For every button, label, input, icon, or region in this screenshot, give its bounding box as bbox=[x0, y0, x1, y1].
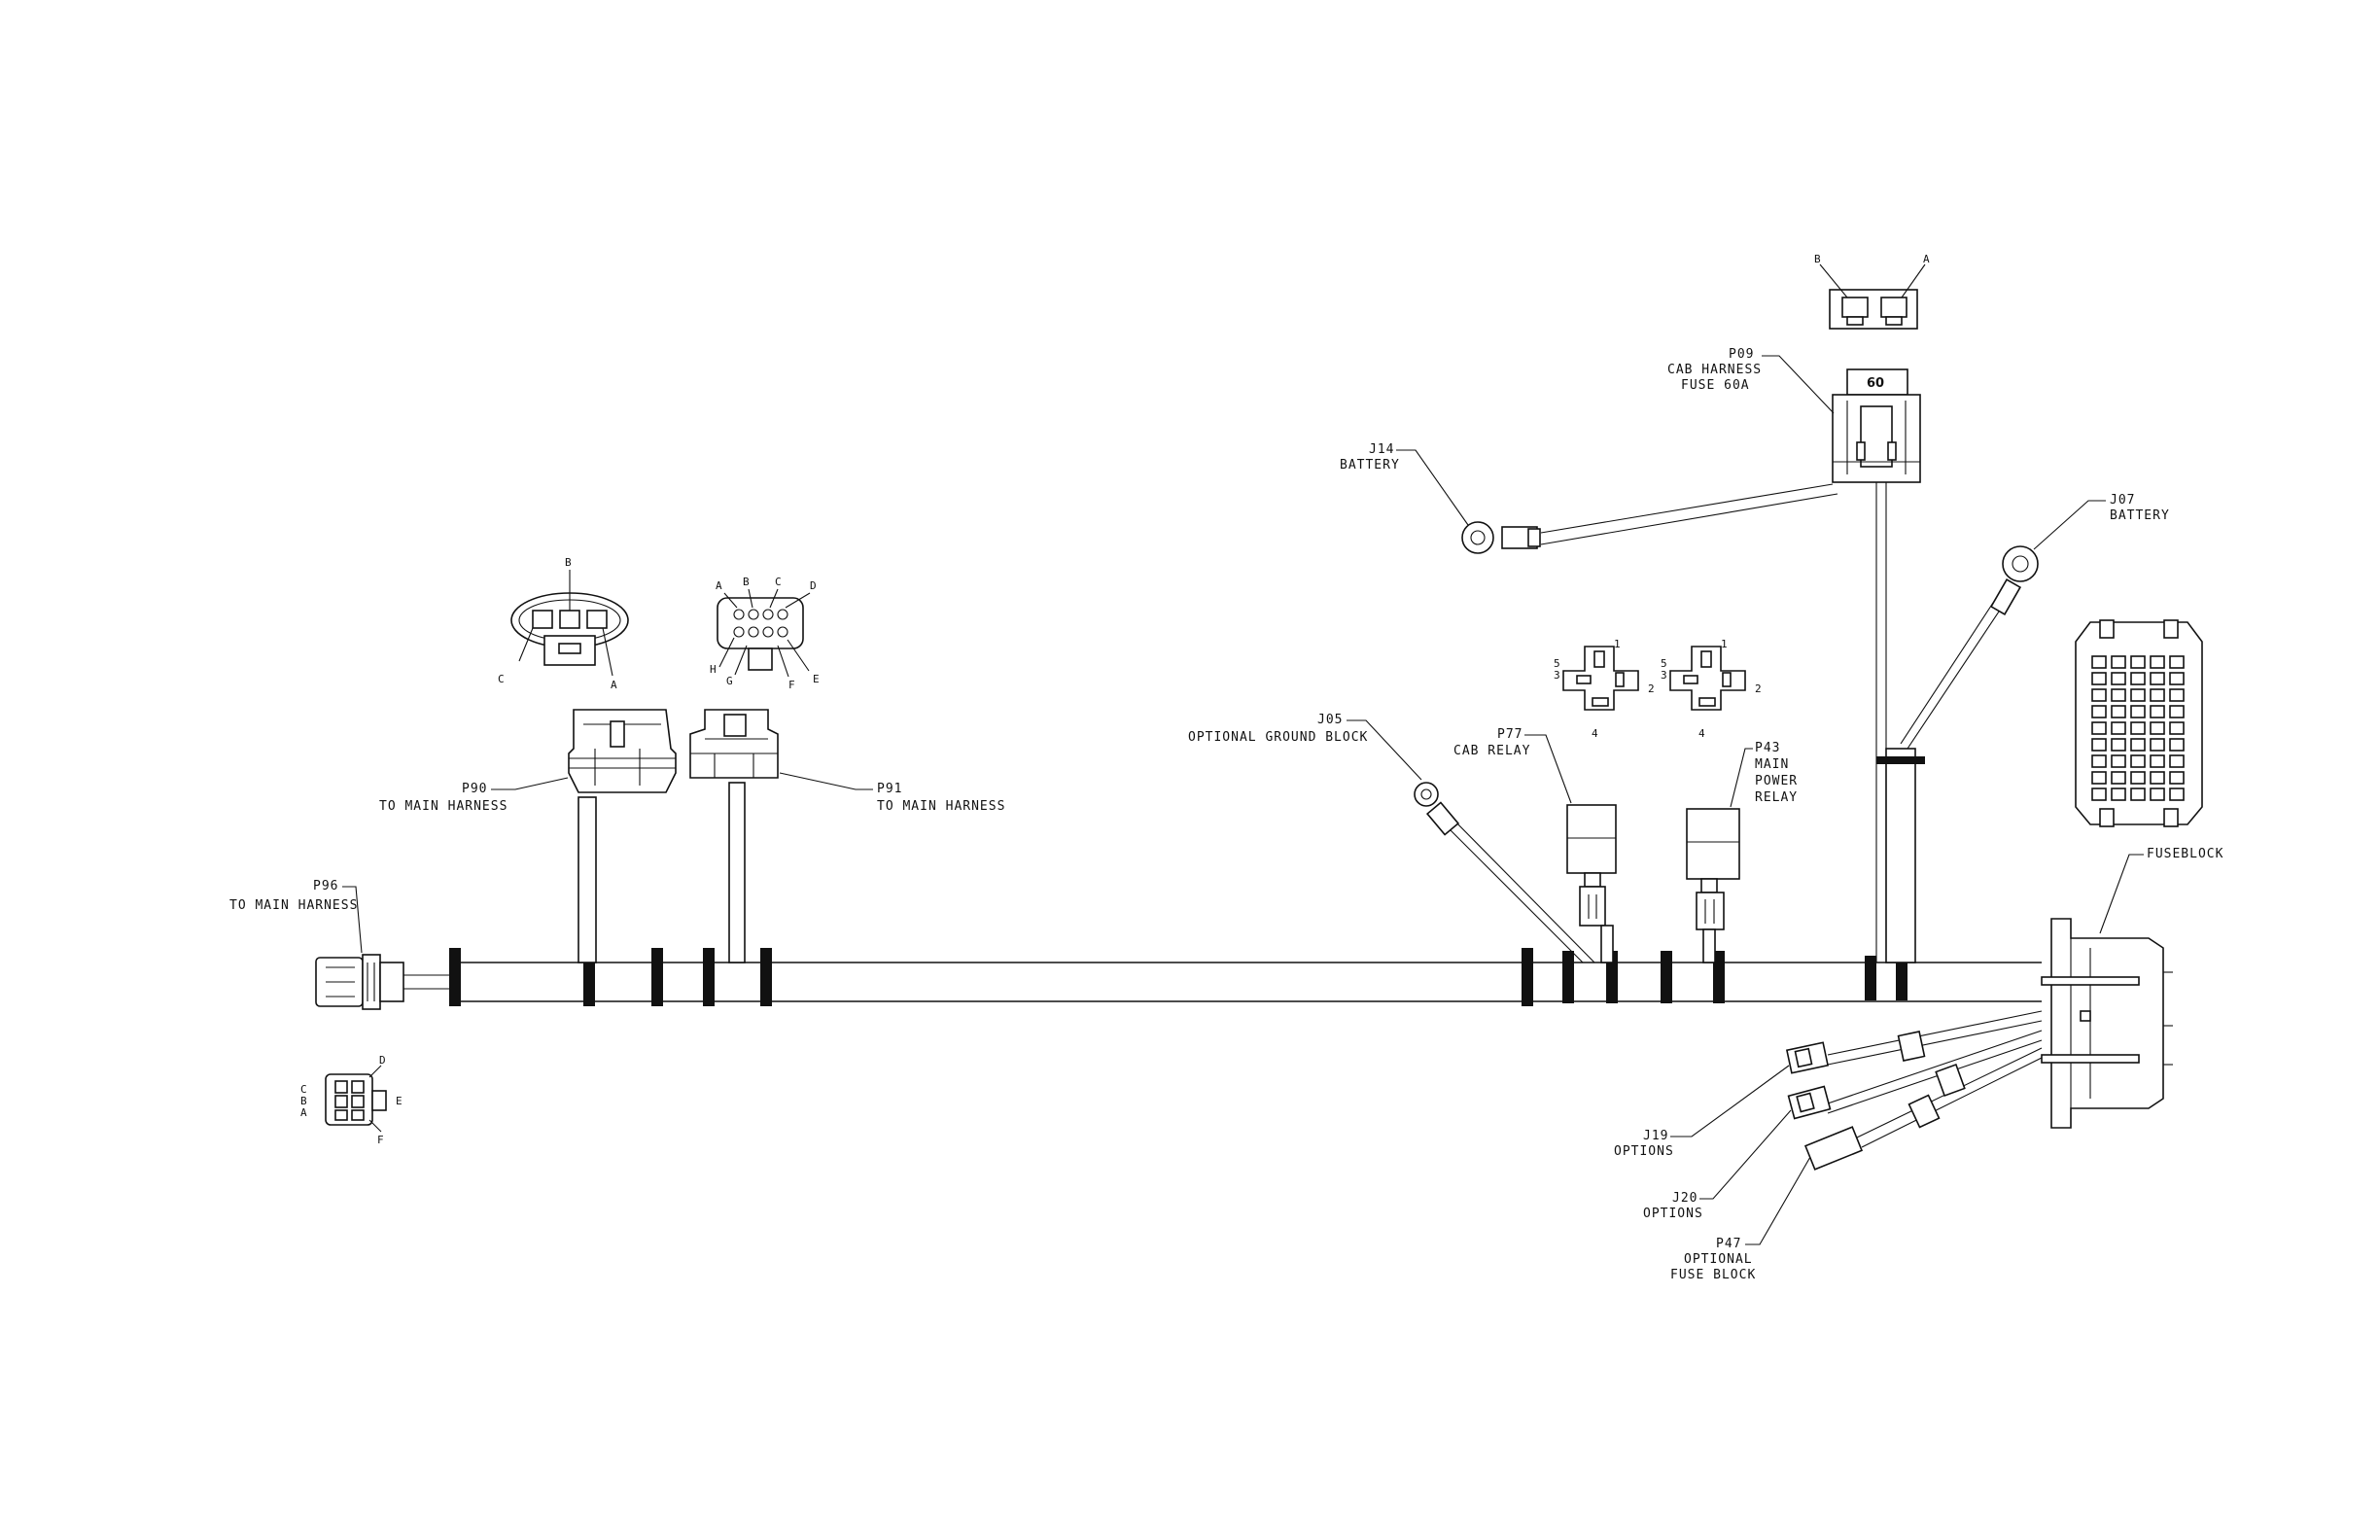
p91-pin-h: H bbox=[710, 663, 717, 676]
p09-fuse-rating: 60 bbox=[1867, 376, 1884, 391]
connector-p91 bbox=[690, 710, 778, 962]
p90-desc: TO MAIN HARNESS bbox=[379, 799, 508, 814]
p96-pin-e: E bbox=[396, 1095, 402, 1107]
p77-pin-3: 3 bbox=[1554, 669, 1560, 682]
callout-p09: P09 CAB HARNESS FUSE 60A bbox=[1667, 347, 1834, 413]
p77-pin-4: 4 bbox=[1592, 727, 1598, 740]
connector-p96-face: A B C D E F bbox=[300, 1054, 402, 1146]
connector-p91-face: A B C D H G F E bbox=[710, 576, 820, 691]
p77-pin-1: 1 bbox=[1614, 638, 1621, 650]
p96-id: P96 bbox=[313, 879, 338, 893]
callout-j19: J19 OPTIONS bbox=[1614, 1066, 1789, 1159]
p09-id: P09 bbox=[1729, 347, 1754, 362]
connector-p47 bbox=[1805, 1127, 1862, 1170]
callout-p96: P96 TO MAIN HARNESS bbox=[229, 879, 362, 953]
j07-id: J07 bbox=[2110, 493, 2135, 508]
p91-pin-a: A bbox=[716, 579, 722, 592]
j07-desc: BATTERY bbox=[2110, 508, 2170, 523]
p43-pin-2: 2 bbox=[1755, 682, 1762, 695]
j05-desc: OPTIONAL GROUND BLOCK bbox=[1188, 730, 1368, 745]
tape-bands bbox=[449, 948, 1908, 1006]
callout-p77: P77 CAB RELAY bbox=[1453, 727, 1571, 803]
p09-pin-a: A bbox=[1923, 253, 1930, 265]
p91-pin-f: F bbox=[788, 679, 795, 691]
connector-p09-face: B A bbox=[1814, 253, 1930, 329]
connector-p77-face: 1 2 3 4 5 bbox=[1554, 638, 1655, 740]
p96-pin-a: A bbox=[300, 1106, 307, 1119]
j19-desc: OPTIONS bbox=[1614, 1144, 1674, 1159]
j05-id: J05 bbox=[1317, 713, 1343, 727]
j20-desc: OPTIONS bbox=[1643, 1207, 1703, 1221]
connector-p90-face: B C A bbox=[498, 556, 628, 691]
callout-p91: P91 TO MAIN HARNESS bbox=[780, 773, 1005, 814]
p43-desc-line2: POWER bbox=[1755, 774, 1798, 788]
fuseblock-face bbox=[2076, 620, 2202, 826]
p96-pin-d: D bbox=[379, 1054, 386, 1067]
p96-desc: TO MAIN HARNESS bbox=[229, 898, 358, 913]
p90-pin-b: B bbox=[565, 556, 572, 569]
callout-p90: P90 TO MAIN HARNESS bbox=[379, 778, 568, 814]
p09-desc-line1: CAB HARNESS bbox=[1667, 363, 1762, 377]
p43-pin-3: 3 bbox=[1661, 669, 1667, 682]
p43-id: P43 bbox=[1755, 741, 1780, 755]
p43-pin-1: 1 bbox=[1721, 638, 1728, 650]
p96-pin-b: B bbox=[300, 1095, 307, 1107]
p91-id: P91 bbox=[877, 782, 902, 796]
callout-j20: J20 OPTIONS bbox=[1643, 1110, 1791, 1221]
p91-pin-e: E bbox=[813, 673, 820, 685]
fuseblock-desc: FUSEBLOCK bbox=[2147, 847, 2223, 861]
j14-id: J14 bbox=[1369, 442, 1394, 457]
connector-j07 bbox=[1876, 546, 2038, 962]
p90-id: P90 bbox=[462, 782, 487, 796]
connector-p77 bbox=[1567, 805, 1616, 962]
p77-id: P77 bbox=[1497, 727, 1522, 742]
p77-desc: CAB RELAY bbox=[1453, 744, 1530, 758]
callout-j05: J05 OPTIONAL GROUND BLOCK bbox=[1188, 713, 1421, 780]
p09-pin-b: B bbox=[1814, 253, 1821, 265]
main-harness-trunk bbox=[452, 962, 2042, 1001]
p91-desc: TO MAIN HARNESS bbox=[877, 799, 1005, 814]
p91-pin-c: C bbox=[775, 576, 782, 588]
fuseblock-cavities bbox=[2092, 656, 2184, 800]
p09-desc-line2: FUSE 60A bbox=[1681, 378, 1750, 393]
p43-pin-5: 5 bbox=[1661, 657, 1667, 670]
p47-id: P47 bbox=[1716, 1237, 1741, 1251]
p90-pin-a: A bbox=[611, 679, 617, 691]
connector-p43-face: 1 2 3 4 5 bbox=[1661, 638, 1762, 740]
p43-desc-line1: MAIN bbox=[1755, 757, 1789, 772]
p91-pin-b: B bbox=[743, 576, 750, 588]
p77-pin-5: 5 bbox=[1554, 657, 1560, 670]
p96-pin-c: C bbox=[300, 1083, 307, 1096]
p47-desc-line2: FUSE BLOCK bbox=[1670, 1268, 1756, 1282]
connector-j19 bbox=[1787, 1042, 1828, 1072]
branch-wires bbox=[1828, 1011, 2042, 1147]
p96-pin-f: F bbox=[377, 1134, 384, 1146]
callout-p43: P43 MAIN POWER RELAY bbox=[1731, 741, 1798, 807]
p77-pin-2: 2 bbox=[1648, 682, 1655, 695]
connector-p43 bbox=[1687, 809, 1739, 962]
p47-desc-line1: OPTIONAL bbox=[1684, 1252, 1753, 1267]
p43-pin-4: 4 bbox=[1698, 727, 1705, 740]
p91-pin-d: D bbox=[810, 579, 817, 592]
p43-desc-line3: RELAY bbox=[1755, 790, 1798, 805]
j19-id: J19 bbox=[1643, 1129, 1668, 1143]
j20-id: J20 bbox=[1672, 1191, 1698, 1206]
j14-desc: BATTERY bbox=[1340, 458, 1400, 472]
fuseblock-side bbox=[2042, 919, 2173, 1128]
connector-j14 bbox=[1462, 484, 1838, 553]
connector-p96 bbox=[316, 955, 452, 1009]
p91-pin-g: G bbox=[726, 675, 733, 687]
callout-j14: J14 BATTERY bbox=[1340, 442, 1468, 525]
callout-j07: J07 BATTERY bbox=[2034, 493, 2170, 549]
callout-fuseblock: FUSEBLOCK bbox=[2100, 847, 2223, 933]
connector-p90 bbox=[569, 710, 676, 962]
p90-pin-c: C bbox=[498, 673, 505, 685]
connector-j20 bbox=[1789, 1086, 1831, 1118]
